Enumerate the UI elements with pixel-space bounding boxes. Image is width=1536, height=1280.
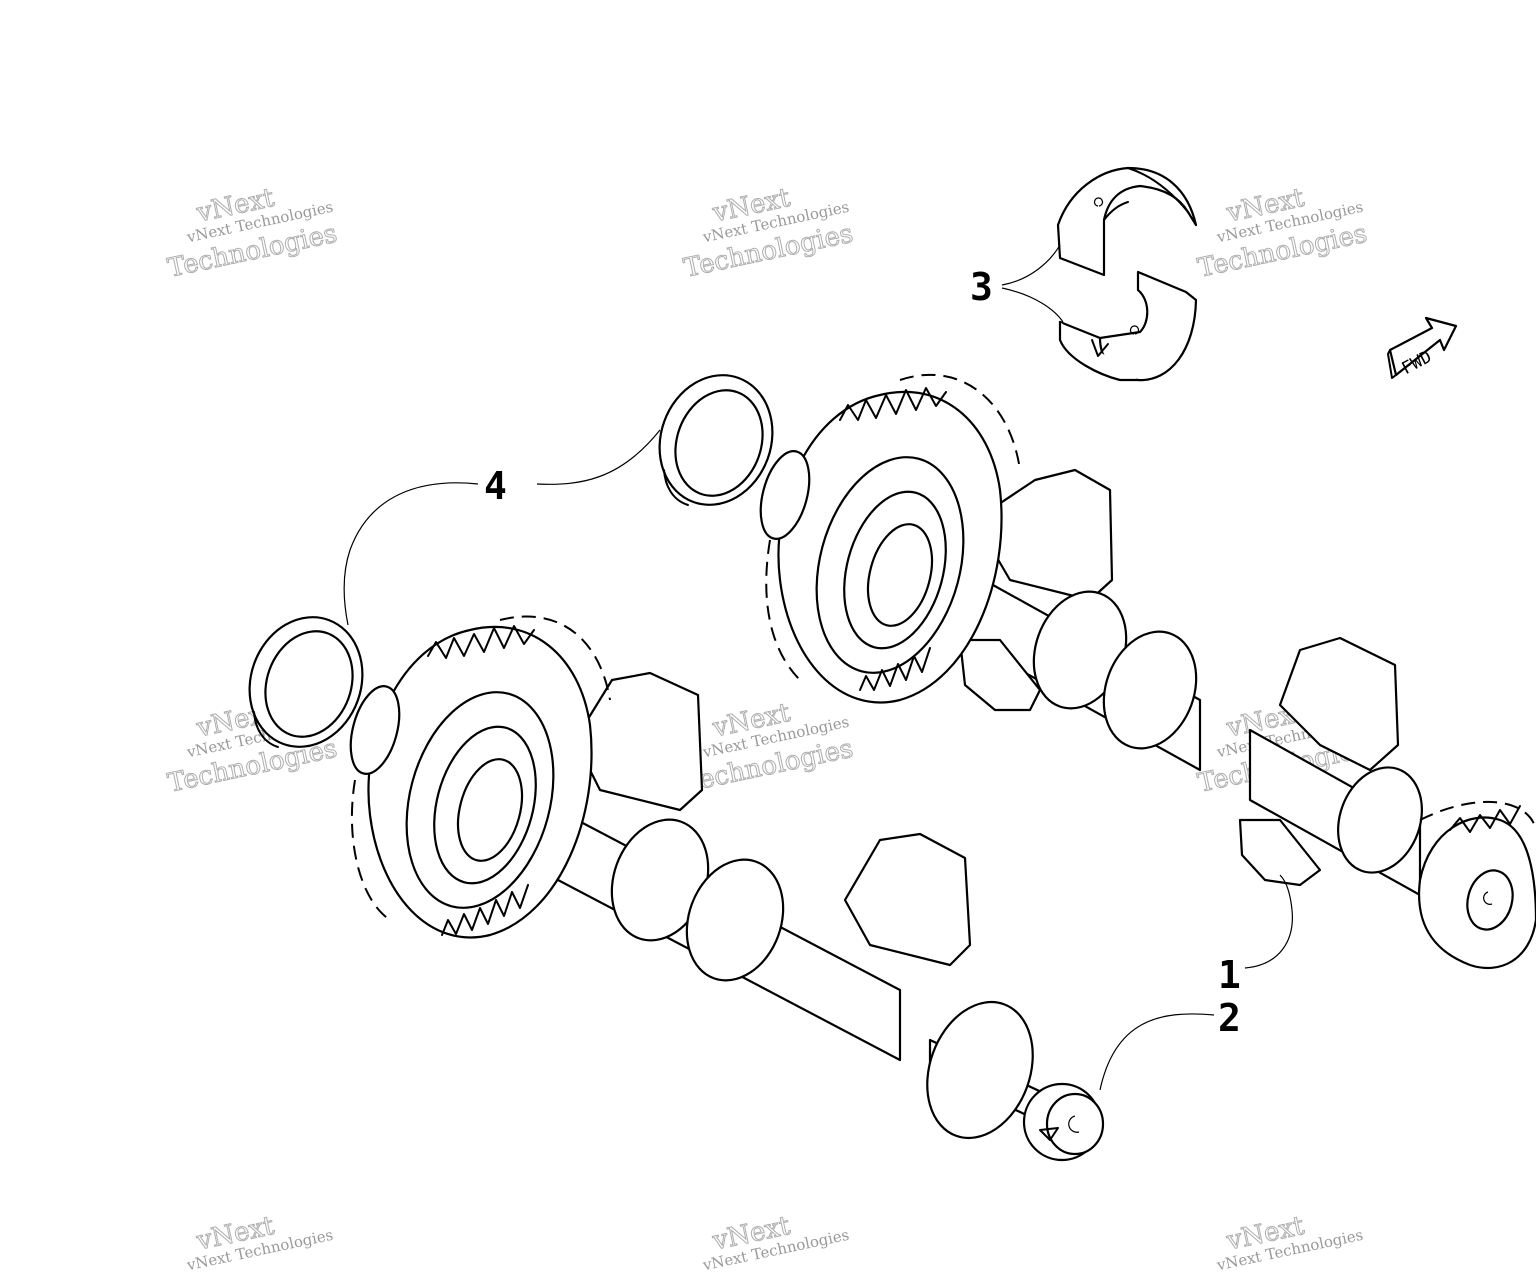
watermark: vNext vNext Technologies <box>184 1210 334 1274</box>
watermark: vNext vNext Technologies Technologies <box>1195 182 1371 284</box>
leader-line-4a <box>536 429 661 485</box>
fwd-arrow: FWD <box>1387 316 1458 379</box>
watermark: vNext vNext Technologies Technologies <box>681 182 857 284</box>
seal-ring-lower <box>248 616 364 748</box>
watermark: vNext vNext Technologies <box>700 1210 850 1274</box>
watermark: vNext vNext Technologies Technologies <box>165 182 341 284</box>
seal-ring-upper <box>658 374 774 506</box>
leader-line-1 <box>1244 874 1293 969</box>
callout-4: 4 <box>484 464 507 508</box>
callout-3: 3 <box>970 265 993 309</box>
bearing-shell-lower <box>1058 270 1198 382</box>
callout-1: 1 <box>1218 953 1241 997</box>
leader-line-3a <box>1001 244 1061 286</box>
camshaft-upper <box>759 373 1536 970</box>
bearing-shell-upper <box>1056 166 1198 277</box>
watermark: vNext vNext Technologies <box>1214 1210 1364 1274</box>
leader-line-2 <box>1099 1013 1215 1091</box>
camshaft-lower <box>349 615 1105 1162</box>
leader-line-3b <box>1001 287 1064 323</box>
leader-line-4b <box>343 482 479 626</box>
callout-2: 2 <box>1218 996 1241 1040</box>
